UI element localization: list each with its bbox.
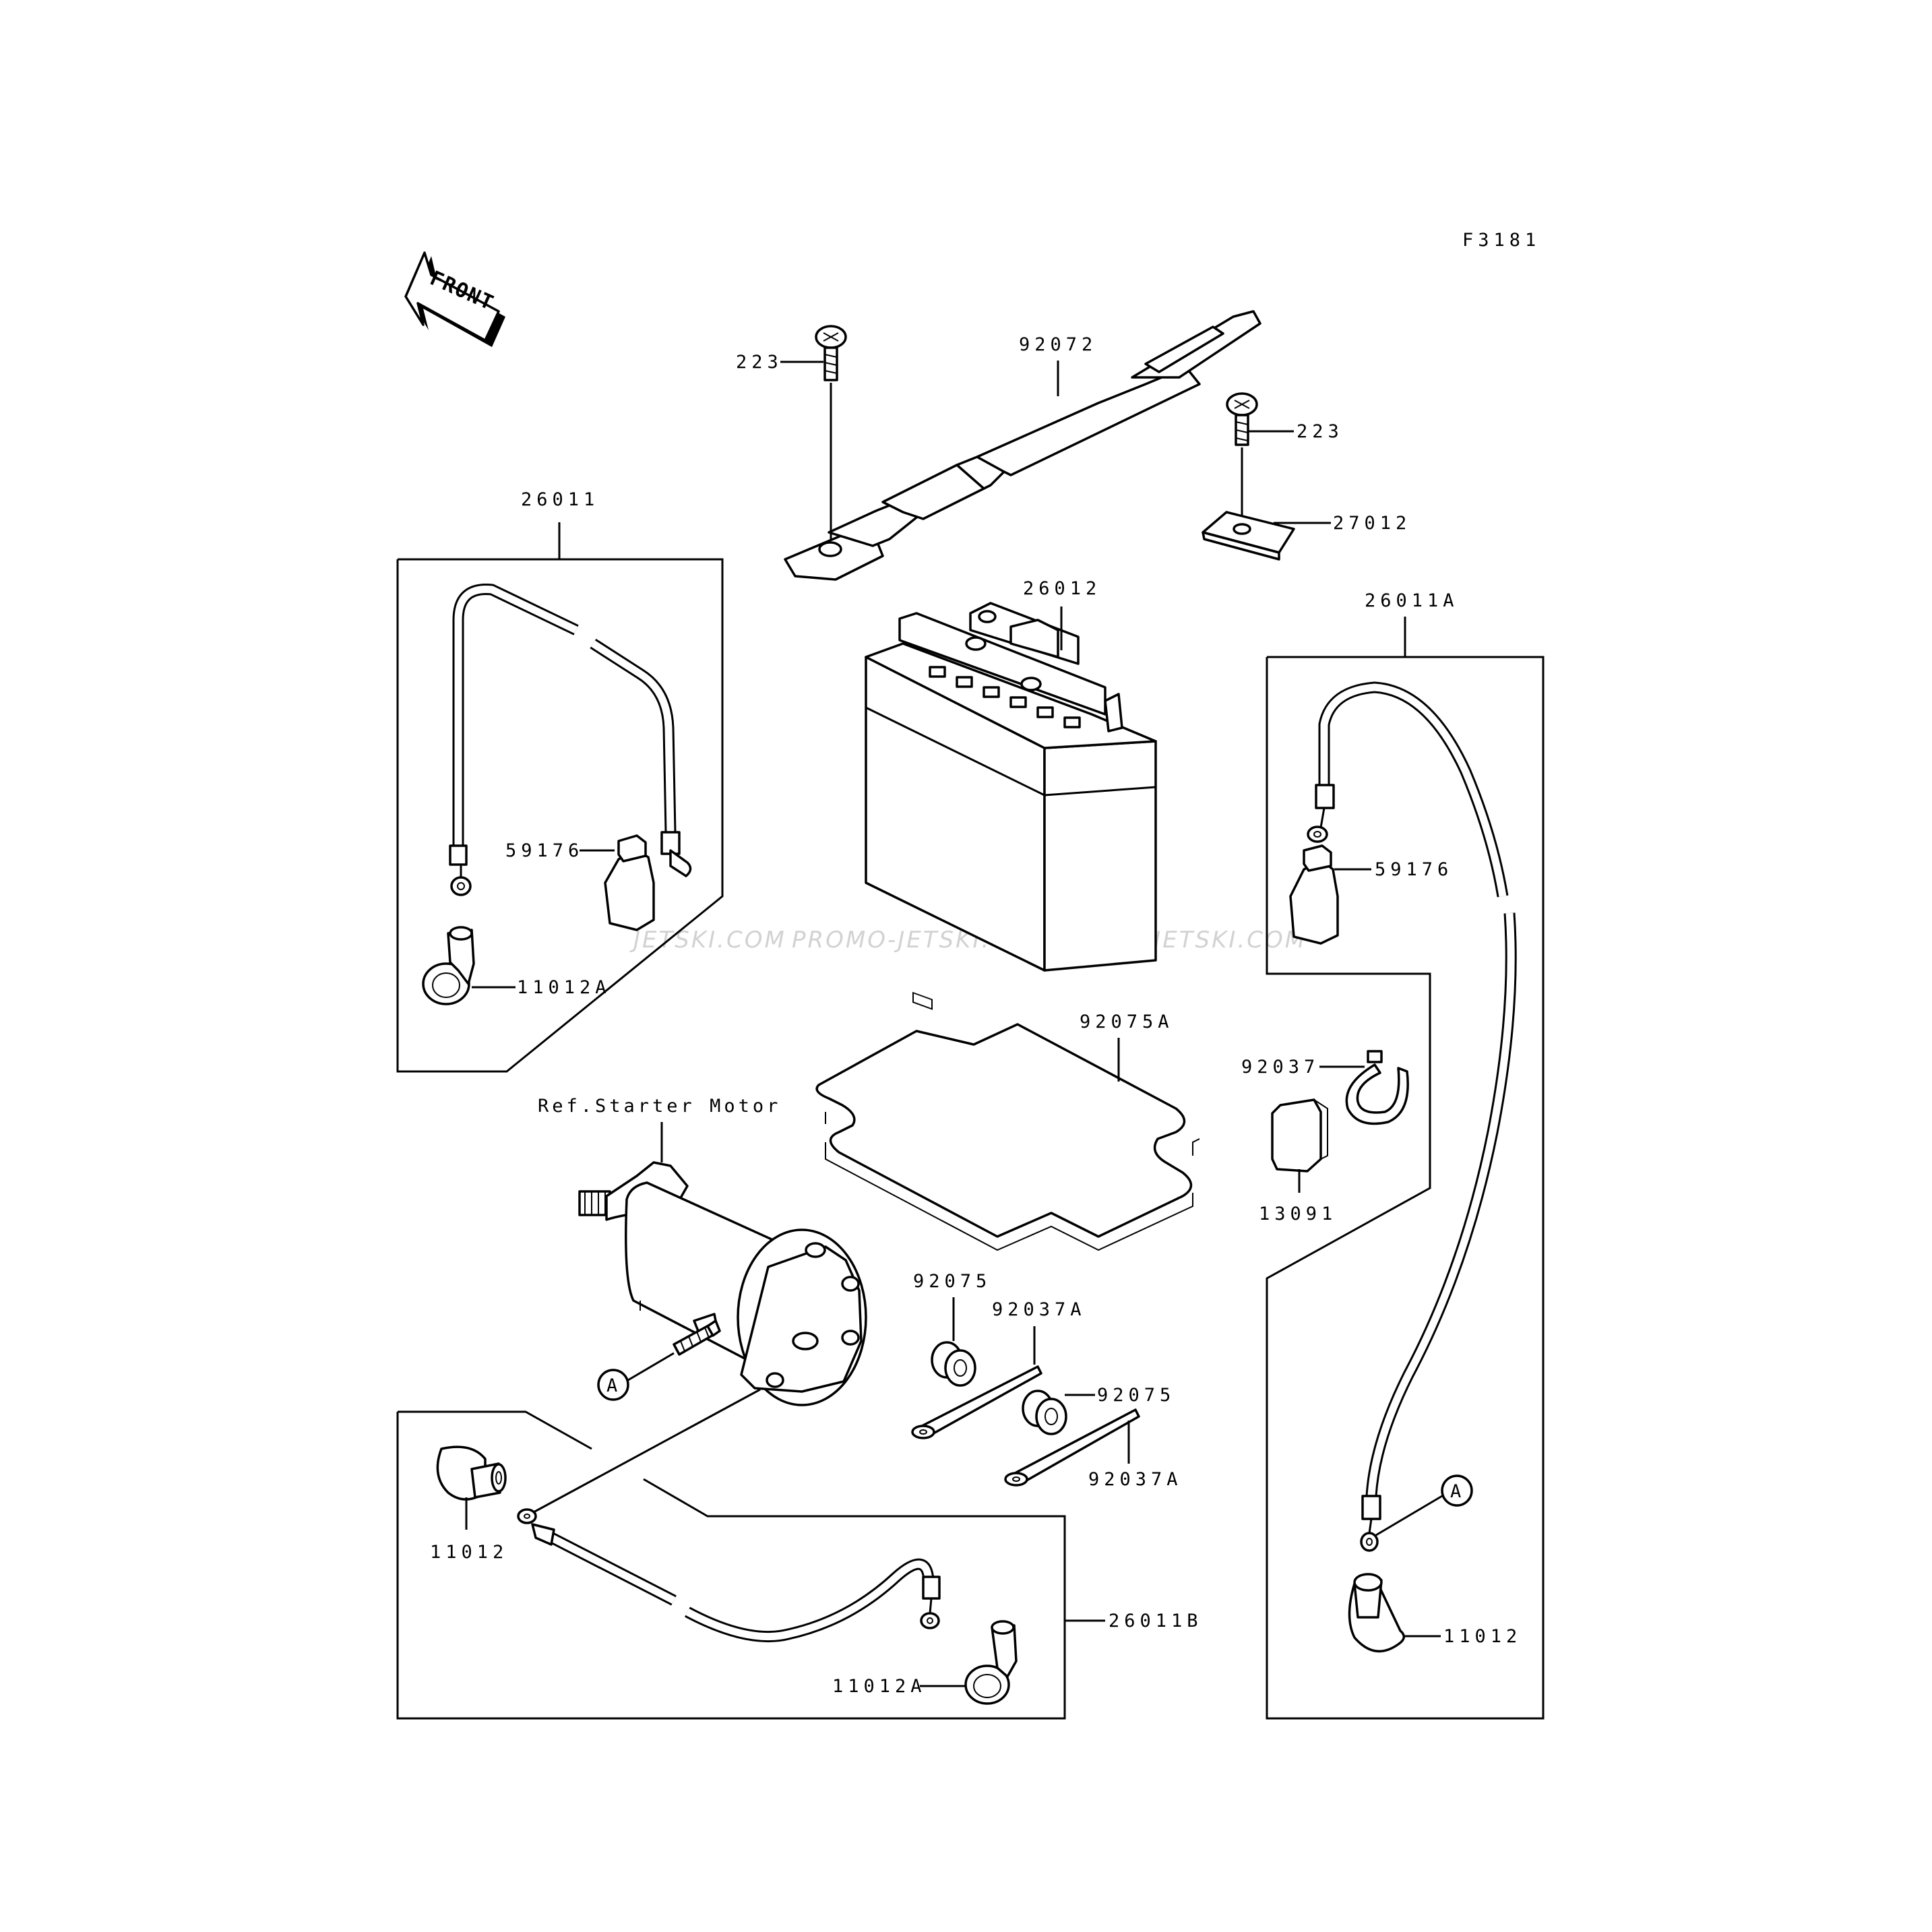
label-26011A: 26011A: [1365, 590, 1459, 611]
grommet-bottom: [1022, 1390, 1067, 1435]
label-223-left: 223: [736, 352, 783, 373]
label-92037A-top: 92037A: [992, 1299, 1086, 1320]
label-223-right: 223: [1297, 421, 1344, 442]
label-26012: 26012: [1023, 578, 1101, 599]
label-59176-left: 59176: [505, 840, 584, 861]
cover-left: [422, 926, 475, 1005]
label-92037: 92037: [1241, 1057, 1319, 1078]
cap-left: [604, 834, 655, 931]
callout-A-right-text: A: [1450, 1481, 1461, 1502]
watermark-text-1: JETSKI.COM: [629, 927, 786, 954]
label-11012A-bottom: 11012A: [832, 1676, 927, 1697]
battery: [865, 602, 1157, 1010]
label-92075-top: 92075: [913, 1271, 991, 1292]
label-26011B: 26011B: [1109, 1611, 1203, 1631]
bracket: [1202, 511, 1331, 561]
label-26011: 26011: [521, 489, 599, 510]
screw-right: [1226, 392, 1258, 446]
pin-bottom: [1004, 1408, 1140, 1487]
cable-set-right-box: [1266, 656, 1545, 1720]
stud-bolt: [673, 1319, 721, 1356]
cover-bottom-left: [436, 1445, 507, 1501]
band: [1345, 1050, 1409, 1125]
cover-bottom-right: [964, 1620, 1018, 1705]
label-59176-right: 59176: [1375, 859, 1453, 880]
label-92075-bottom: 92075: [1097, 1385, 1175, 1406]
grommet-top: [931, 1341, 976, 1387]
cable-set-left-box: [396, 558, 724, 1073]
pin-top: [911, 1365, 1042, 1439]
cable-bottom: [517, 1508, 941, 1643]
label-11012A-left: 11012A: [517, 977, 611, 998]
starter-motor: [578, 1161, 867, 1406]
label-27012: 27012: [1333, 513, 1411, 534]
screw-left: [815, 325, 847, 381]
cable-set-bottom-box: [396, 1412, 1066, 1720]
front-arrow-icon: FRONT: [404, 251, 505, 347]
cable-set-bottom-box-top-a: [398, 1410, 592, 1450]
figure-code: F3181: [1462, 230, 1540, 251]
label-92037A-bottom: 92037A: [1088, 1469, 1183, 1490]
label-11012-bottom-left: 11012: [430, 1542, 508, 1563]
cable-right: [1307, 681, 1517, 1552]
ref-starter-motor-label: Ref.Starter Motor: [538, 1096, 781, 1117]
starter-terminal-leader: [532, 1388, 761, 1514]
callout-A-left: A: [597, 1352, 675, 1401]
cable-left: [449, 584, 692, 896]
callout-A-left-text: A: [606, 1375, 617, 1396]
battery-strap: [784, 310, 1261, 581]
label-92075A: 92075A: [1080, 1011, 1174, 1032]
cap-small: [1271, 1098, 1328, 1173]
callout-A-right: A: [1375, 1474, 1473, 1536]
cover-right: [1348, 1573, 1405, 1653]
label-11012-right: 11012: [1443, 1626, 1522, 1647]
cap-right: [1289, 844, 1339, 945]
pad: [815, 1023, 1200, 1251]
label-92072: 92072: [1019, 334, 1097, 355]
label-13091: 13091: [1259, 1204, 1337, 1224]
